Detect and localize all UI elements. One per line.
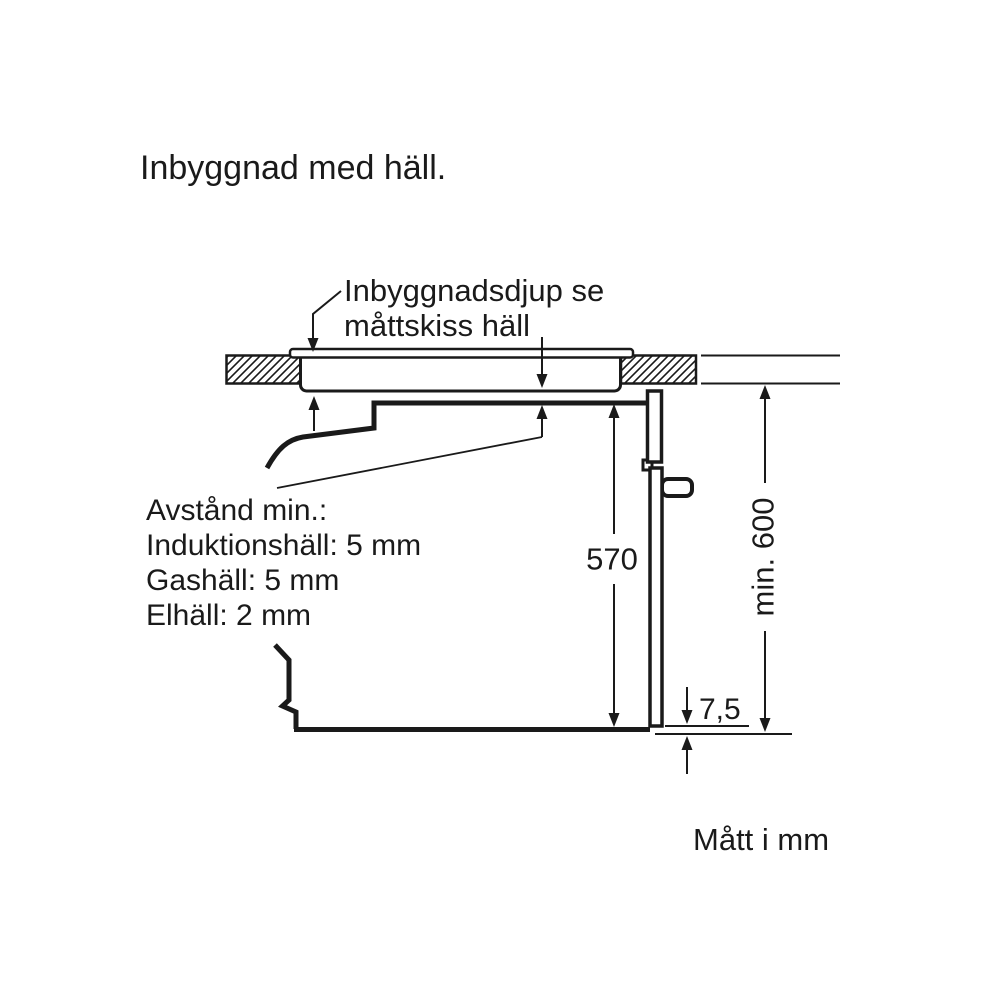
oven-door-handle [660, 477, 694, 498]
dimension-niche-height: min. 600 [746, 385, 781, 732]
clearance-left-arrowhead-up [308, 396, 320, 410]
callout-installation-depth: Inbyggnadsdjup se måttskiss häll [307, 273, 604, 388]
clearance-annotation: Avstånd min.: Induktionshäll: 5 mm Gashä… [146, 396, 548, 632]
hob [288, 347, 635, 393]
clearance-item-electric: Elhäll: 2 mm [146, 599, 311, 632]
callout-arrowhead-down [307, 338, 319, 352]
clearance-leader-line [276, 436, 543, 489]
worktop [225, 354, 840, 385]
worktop-right-section [619, 354, 698, 385]
depth-arrowhead-down [536, 374, 548, 388]
clearance-heading: Avstånd min.: [146, 494, 327, 527]
clearance-item-induction: Induktionshäll: 5 mm [146, 529, 421, 562]
dim-600-arrowhead-up [759, 385, 771, 399]
callout-line-1: Inbyggnadsdjup se [344, 273, 604, 308]
callout-leader-line [312, 290, 342, 339]
callout-line-2: måttskiss häll [344, 308, 530, 343]
dim-75-label: 7,5 [699, 693, 741, 726]
dim-600-label: min. 600 [746, 498, 781, 617]
dim-570-arrowhead-down [608, 713, 620, 727]
page-title: Inbyggnad med häll. [140, 149, 446, 187]
worktop-continuation-lines [701, 354, 840, 385]
dim-75-arrowhead-up [681, 736, 693, 750]
oven [264, 389, 694, 732]
dim-600-arrowhead-down [759, 718, 771, 732]
clearance-item-gas: Gashäll: 5 mm [146, 564, 339, 597]
oven-top-contour [264, 400, 648, 470]
dimension-oven-height: 570 [586, 404, 638, 727]
dim-570-label: 570 [586, 542, 638, 577]
worktop-left-section [225, 354, 302, 385]
dimension-door-offset: 7,5 [655, 687, 792, 774]
dim-570-arrowhead-up [608, 404, 620, 418]
dim-75-arrowhead-down [681, 710, 693, 724]
oven-door [648, 466, 664, 728]
units-note: Mått i mm [693, 822, 829, 857]
oven-front-break-line [273, 643, 299, 729]
oven-control-panel [645, 389, 664, 464]
clearance-arrowhead-up [536, 405, 548, 419]
hob-frame [288, 347, 635, 359]
